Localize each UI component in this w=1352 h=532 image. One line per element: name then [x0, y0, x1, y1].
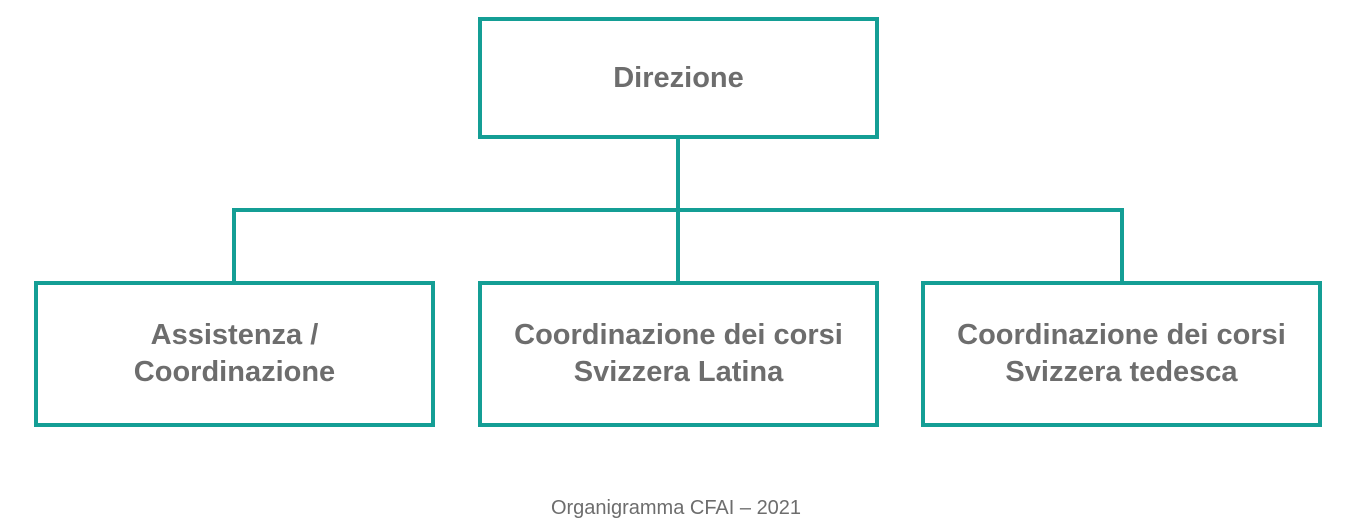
org-node-coordinazione-svizzera-latina: Coordinazione dei corsi Svizzera Latina [478, 281, 879, 427]
org-node-label: Coordinazione dei corsi Svizzera tedesca [957, 319, 1286, 388]
org-node-label: Assistenza / Coordinazione [133, 319, 336, 388]
org-node-label: Coordinazione dei corsi Svizzera Latina [514, 319, 843, 388]
org-node-coordinazione-svizzera-tedesca: Coordinazione dei corsi Svizzera tedesca [921, 281, 1322, 427]
org-node-assistenza-coordinazione: Assistenza / Coordinazione [34, 281, 435, 427]
org-node-direzione: Direzione [478, 17, 879, 139]
org-node-label: Direzione [613, 61, 744, 94]
diagram-caption: Organigramma CFAI – 2021 [550, 497, 802, 519]
